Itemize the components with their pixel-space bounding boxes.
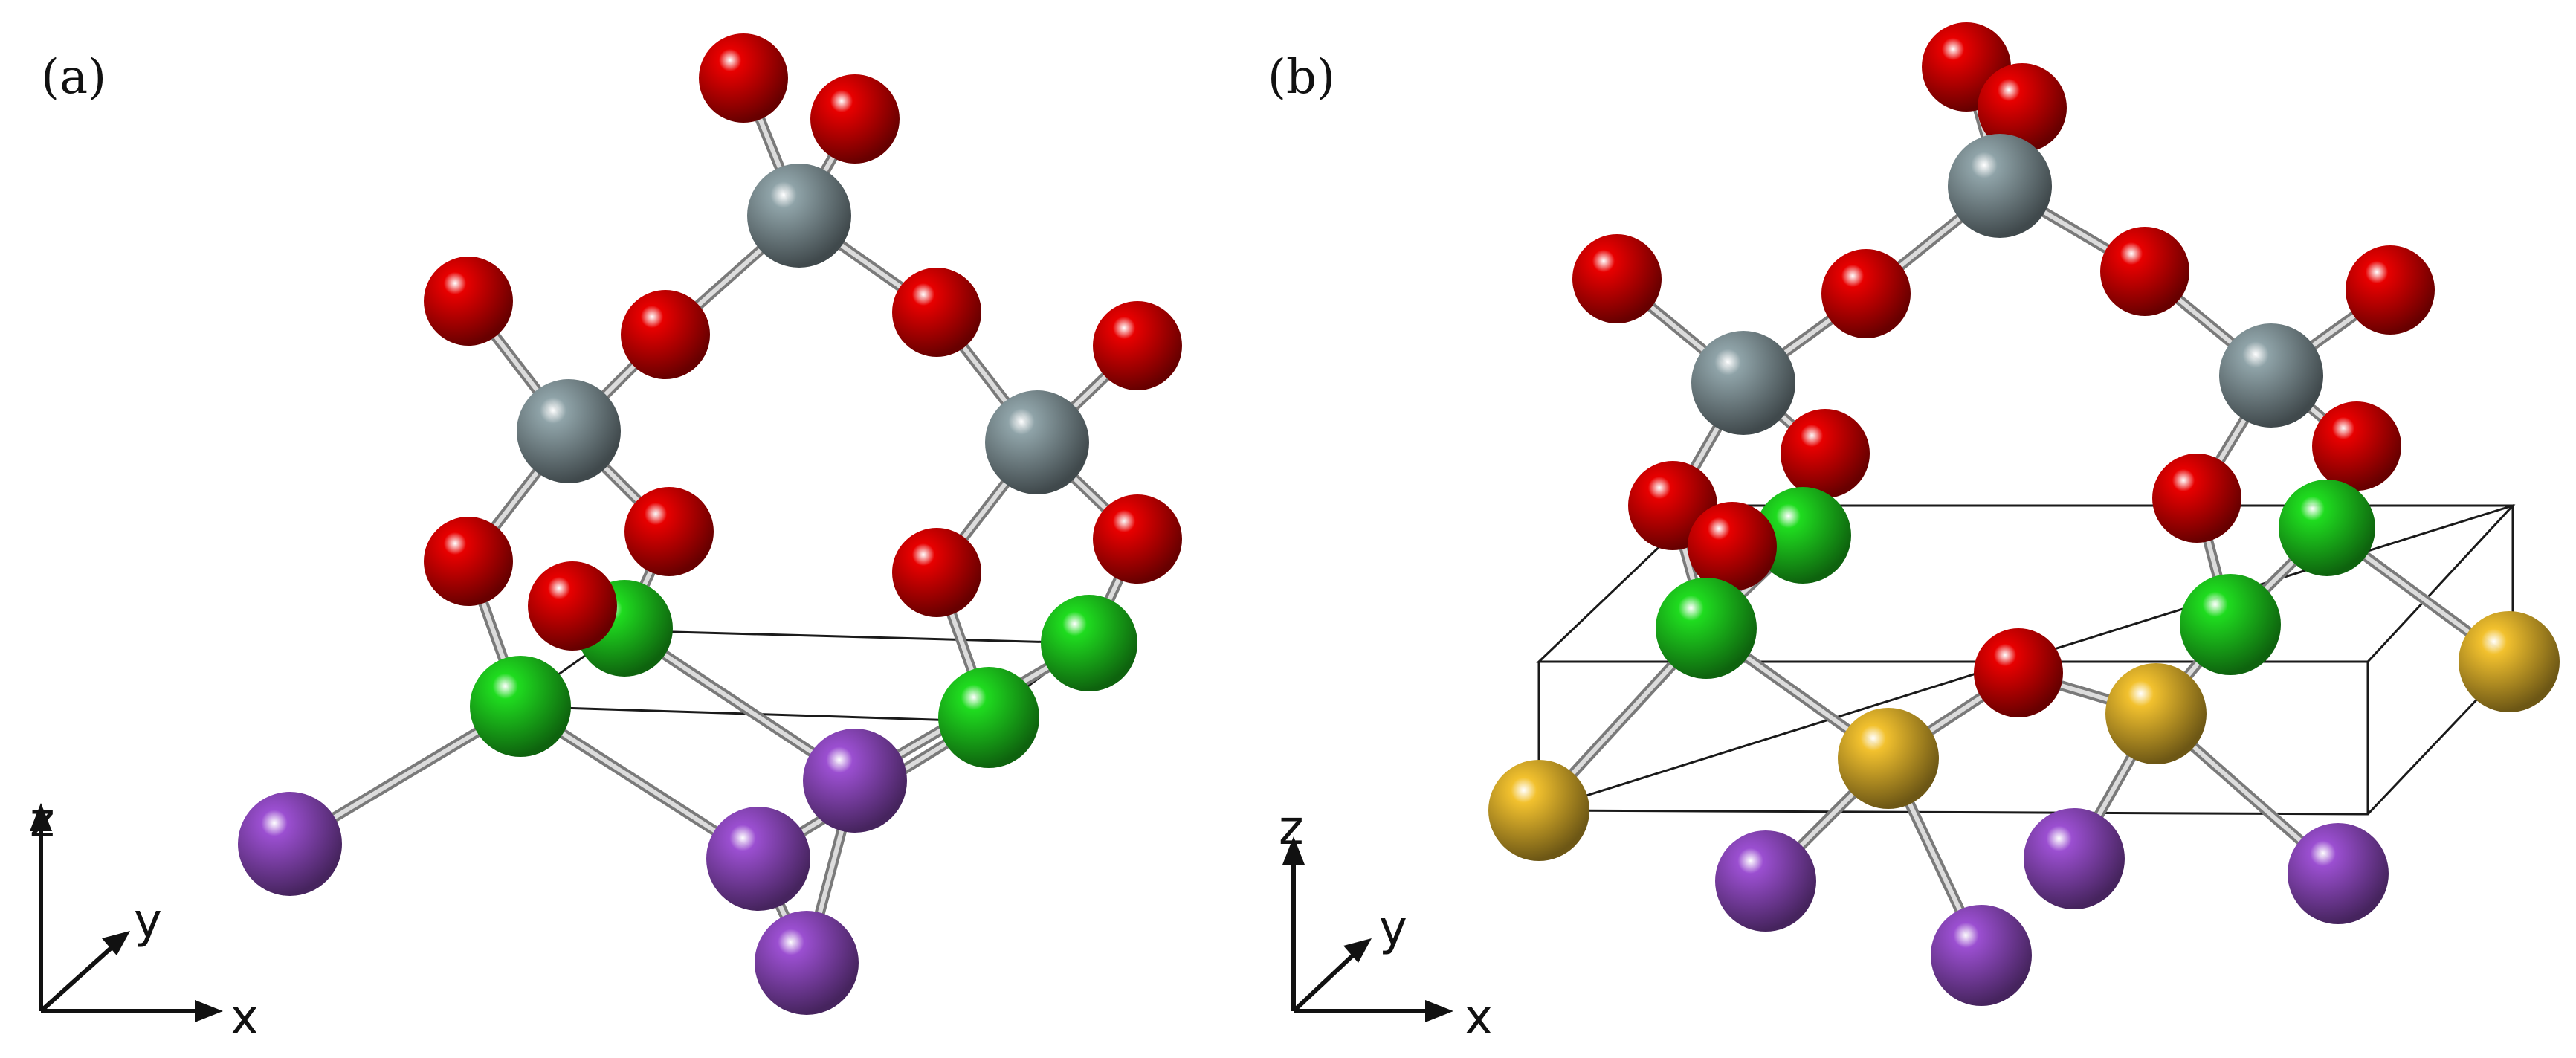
atom-purple-b-25 [2288, 823, 2389, 924]
atom-yellow-b-20 [2105, 663, 2207, 764]
atom-purple-a-18 [803, 729, 907, 833]
atom-oxygen-a-12 [1093, 494, 1182, 584]
atom-oxygen-a-3 [424, 257, 513, 346]
atom-oxygen-b-15 [1688, 502, 1777, 591]
axis-z-label-a: z [30, 793, 55, 848]
atom-purple-a-21 [755, 911, 859, 1015]
atom-oxygen-b-6 [2346, 245, 2435, 335]
atom-silicon-b-2 [1948, 134, 2052, 238]
axis-z-label-b: z [1279, 801, 1304, 856]
atom-green-b-16 [1656, 578, 1757, 679]
axis-triad-b: z y x [1279, 801, 1493, 1045]
atoms-layer [238, 22, 2560, 1015]
atom-purple-a-20 [706, 807, 810, 911]
atom-green-b-12 [1755, 487, 1851, 584]
atom-oxygen-b-5 [2100, 227, 2189, 316]
atom-oxygen-b-13 [2152, 454, 2241, 543]
panel-a-label: (a) [41, 50, 106, 105]
atom-oxygen-a-1 [810, 74, 900, 164]
atom-oxygen-a-4 [621, 290, 710, 379]
atom-yellow-b-22 [1488, 760, 1589, 861]
atom-oxygen-b-4 [1821, 249, 1911, 338]
panel-b-label: (b) [1268, 50, 1335, 105]
atom-oxygen-a-0 [699, 33, 788, 123]
axis-y-label-a: y [134, 894, 162, 949]
atom-oxygen-b-1 [1978, 63, 2067, 152]
atom-silicon-a-7 [517, 379, 621, 483]
axis-triad-a: z y x [30, 793, 259, 1045]
axis-x-label-b: x [1465, 990, 1493, 1045]
atom-silicon-b-8 [2219, 323, 2323, 428]
atom-silicon-a-2 [747, 164, 851, 268]
atom-oxygen-a-6 [1093, 301, 1182, 390]
atom-green-a-16 [470, 656, 571, 757]
atom-oxygen-b-19 [1974, 628, 2063, 717]
atom-oxygen-a-10 [624, 487, 714, 576]
atom-yellow-b-18 [2459, 611, 2560, 712]
atom-oxygen-a-15 [528, 561, 617, 651]
atom-oxygen-b-10 [2312, 401, 2401, 491]
atom-green-b-17 [2180, 574, 2281, 675]
atom-yellow-b-21 [1838, 708, 1939, 809]
atom-oxygen-a-11 [892, 528, 981, 617]
atom-purple-b-24 [2024, 808, 2125, 909]
atom-oxygen-b-9 [1781, 409, 1870, 498]
axis-x-label-a: x [230, 990, 259, 1045]
atom-oxygen-a-9 [424, 517, 513, 606]
atom-oxygen-a-5 [892, 268, 981, 357]
atom-green-a-14 [1041, 595, 1137, 691]
atom-purple-b-26 [1931, 905, 2032, 1006]
atom-silicon-a-8 [985, 390, 1089, 494]
atom-silicon-b-7 [1691, 331, 1795, 435]
atom-green-a-17 [938, 667, 1039, 768]
atom-green-b-14 [2279, 480, 2375, 576]
axis-y-label-b: y [1379, 901, 1407, 956]
atom-purple-b-23 [1715, 830, 1816, 932]
atom-oxygen-b-3 [1572, 234, 1662, 323]
atom-purple-a-19 [238, 792, 342, 896]
